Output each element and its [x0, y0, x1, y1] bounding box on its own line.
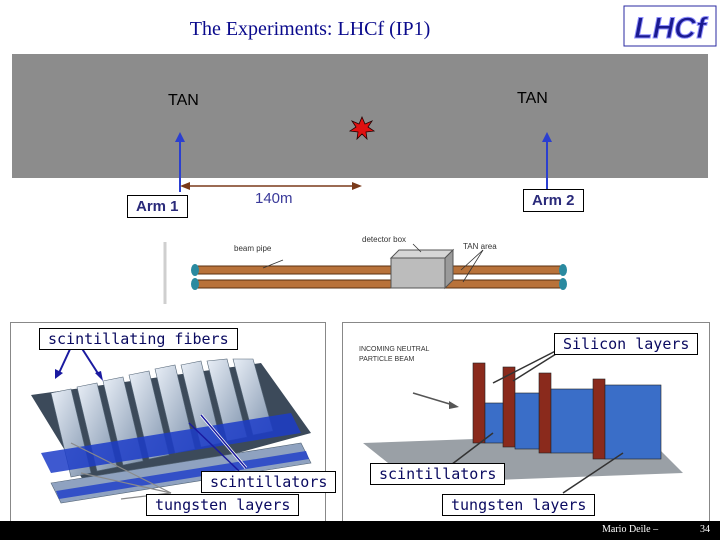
slide-title: The Experiments: LHCf (IP1) [189, 18, 431, 40]
silicon-layers-label: Silicon layers [554, 333, 699, 355]
svg-text:LHCf: LHCf [634, 12, 709, 45]
scintillating-fibers-label: scintillating fibers [39, 328, 238, 350]
lhcf-logo: LHCf [622, 2, 718, 50]
left-tungsten-label: tungsten layers [146, 494, 300, 516]
beam-pipe-label: beam pipe [234, 244, 272, 253]
incoming-beam-label-1: INCOMING NEUTRAL [359, 346, 430, 353]
collision-star-icon [348, 115, 376, 141]
page-number: 34 [700, 524, 710, 535]
arm1-detector-image [10, 322, 326, 522]
left-scintillators-label: scintillators [201, 471, 337, 493]
arm-diagram [175, 115, 552, 192]
arm1-label: Arm 1 [127, 195, 188, 218]
right-tungsten-label: tungsten layers [442, 494, 596, 516]
footer-author: Mario Deile – [602, 524, 659, 535]
tunnel-band [12, 54, 708, 178]
detector-box-label: detector box [362, 235, 407, 244]
tan-right-label: TAN [517, 90, 548, 107]
right-scintillators-label: scintillators [370, 463, 506, 485]
footer-bar [0, 521, 720, 540]
arm2-label: Arm 2 [523, 189, 584, 212]
distance-label: 140m [255, 190, 293, 207]
beam-pipe-illustration [163, 228, 583, 304]
tan-area-label: TAN area [463, 242, 497, 251]
incoming-beam-label-2: PARTICLE BEAM [359, 356, 415, 363]
tan-left-label: TAN [168, 92, 199, 109]
